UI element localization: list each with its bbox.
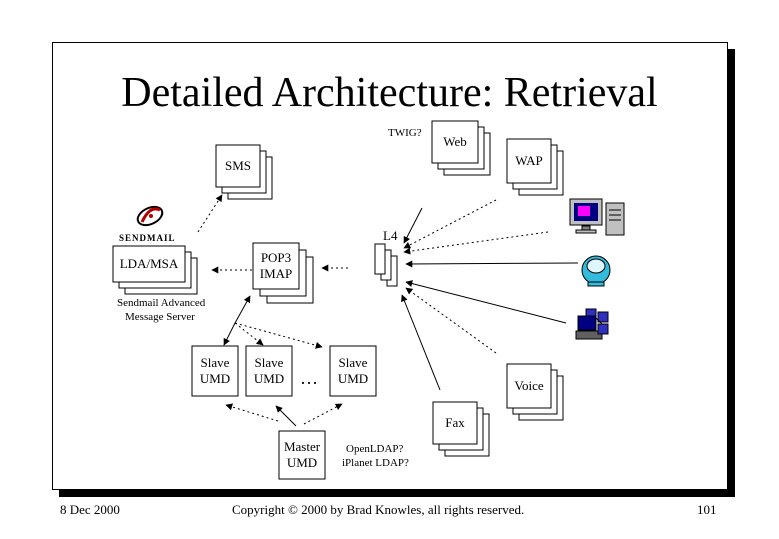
node-voice: Voice	[506, 363, 564, 421]
node-ldamsa-box	[112, 245, 186, 283]
node-wap: WAP	[506, 138, 564, 196]
node-slave3-label: Slave	[339, 355, 368, 370]
footer-page-number: 101	[697, 502, 717, 517]
node-fax: Fax	[432, 401, 490, 457]
node-master-box	[278, 430, 326, 480]
node-slave1-box	[191, 345, 239, 397]
node-pop3imap-label: IMAP	[260, 266, 293, 281]
l4-label: L4	[383, 228, 398, 243]
node-slave1-label: Slave	[201, 355, 230, 370]
node-sms: SMS	[215, 144, 273, 200]
twig-label: TWIG?	[388, 127, 422, 139]
node-ldamsa-label: LDA/MSA	[120, 256, 179, 271]
footer-copyright: Copyright © 2000 by Brad Knowles, all ri…	[232, 502, 525, 517]
edge-desktop-l4	[403, 231, 549, 255]
node-voice-label: Voice	[514, 378, 544, 393]
edge-voice-l4	[405, 287, 497, 354]
node-master-label: UMD	[287, 455, 317, 470]
node-slave2-label: UMD	[254, 371, 284, 386]
connectors	[197, 194, 579, 427]
node-fax-label: Fax	[445, 415, 465, 430]
edge-web-l4	[403, 207, 423, 244]
edge-hub-pop3	[234, 295, 251, 324]
edge-fax-l4	[401, 294, 441, 391]
desktop-computer-icon	[569, 198, 625, 236]
ldap-label-line1: OpenLDAP?	[346, 443, 404, 455]
node-fax-box	[432, 401, 478, 445]
edge-ldamsa-sms	[197, 194, 223, 233]
network-computer-icon	[575, 308, 609, 340]
node-pop3imap-box	[252, 242, 300, 290]
l4-switch	[374, 243, 398, 287]
node-wap-box	[506, 138, 552, 184]
node-web: Web	[431, 120, 491, 176]
node-wap-label: WAP	[515, 153, 542, 168]
node-slave2-box	[245, 345, 293, 397]
imac-icon	[581, 255, 611, 287]
sendmail-caption-line1: Sendmail Advanced	[117, 297, 206, 309]
ldap-label-line2: iPlanet LDAP?	[342, 457, 409, 469]
node-slave1-label: UMD	[200, 371, 230, 386]
node-slave2-label: Slave	[255, 355, 284, 370]
node-sms-box	[215, 144, 261, 188]
sendmail-logo-text: SENDMAIL	[119, 233, 176, 243]
slide-title: Detailed Architecture: Retrieval	[121, 70, 658, 116]
sendmail-logo-icon	[136, 205, 164, 227]
node-web-box	[431, 120, 479, 164]
sendmail-caption-line2: Message Server	[125, 311, 195, 323]
edge-master-slave1	[225, 403, 279, 422]
edge-master-slave3	[303, 403, 343, 425]
edge-hub-slave1	[223, 322, 236, 346]
edge-imac-l4	[405, 260, 579, 268]
slaves-ellipsis: …	[300, 368, 318, 388]
edge-netpc-l4	[405, 280, 567, 324]
edge-hub-slave2	[234, 322, 264, 346]
edge-master-slave2	[275, 405, 297, 427]
edge-wap-l4	[403, 199, 497, 249]
node-voice-box	[506, 363, 552, 409]
edge-hub-slave3	[234, 322, 323, 349]
node-web-label: Web	[443, 134, 467, 149]
node-slave3-box	[329, 345, 377, 397]
node-master-label: Master	[284, 439, 321, 454]
footer-date: 8 Dec 2000	[60, 502, 120, 517]
node-pop3imap-label: POP3	[261, 250, 291, 265]
node-slave3-label: UMD	[338, 371, 368, 386]
node-sms-label: SMS	[225, 158, 251, 173]
node-ldamsa: LDA/MSA	[112, 245, 198, 295]
